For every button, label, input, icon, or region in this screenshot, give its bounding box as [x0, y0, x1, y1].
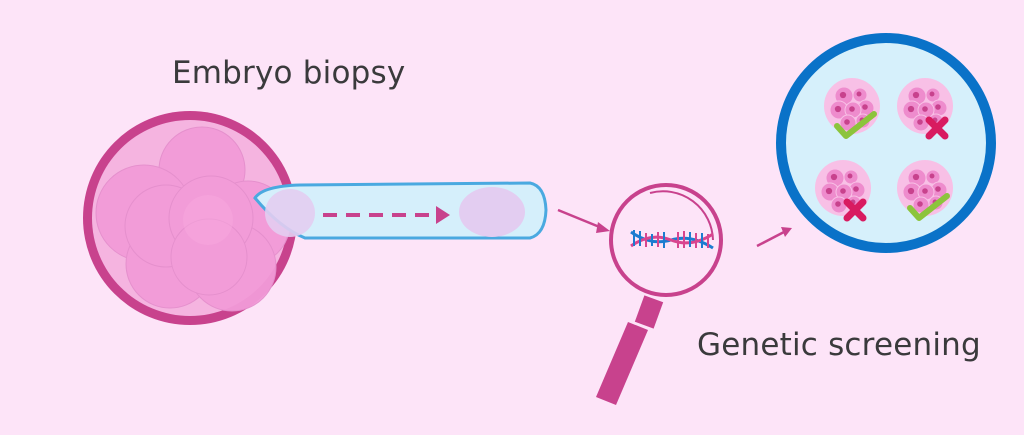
- check-icon: [834, 111, 877, 139]
- check-icon: [907, 193, 950, 221]
- screening-dish-icon: [776, 33, 996, 253]
- cross-icon: [925, 116, 949, 140]
- embryo-result-top-left: [824, 78, 880, 139]
- magnifier-icon: [596, 183, 723, 405]
- genetic-screening-label: Genetic screening: [697, 327, 981, 363]
- embryo-biopsy-label: Embryo biopsy: [172, 55, 406, 91]
- arrow-icon-2: [756, 227, 792, 248]
- dashed-arrow-icon: [323, 206, 450, 224]
- cross-icon: [843, 198, 867, 222]
- biopsy-pipette-icon: [253, 181, 548, 240]
- arrow-icon: [557, 208, 610, 233]
- embryo-result-bottom-left: [815, 160, 871, 222]
- dna-icon: [630, 230, 714, 250]
- screened-embryos: [815, 78, 953, 222]
- embryo-result-bottom-right: [897, 160, 953, 221]
- embryo-result-top-right: [897, 78, 953, 140]
- embryo-icon: [83, 111, 297, 325]
